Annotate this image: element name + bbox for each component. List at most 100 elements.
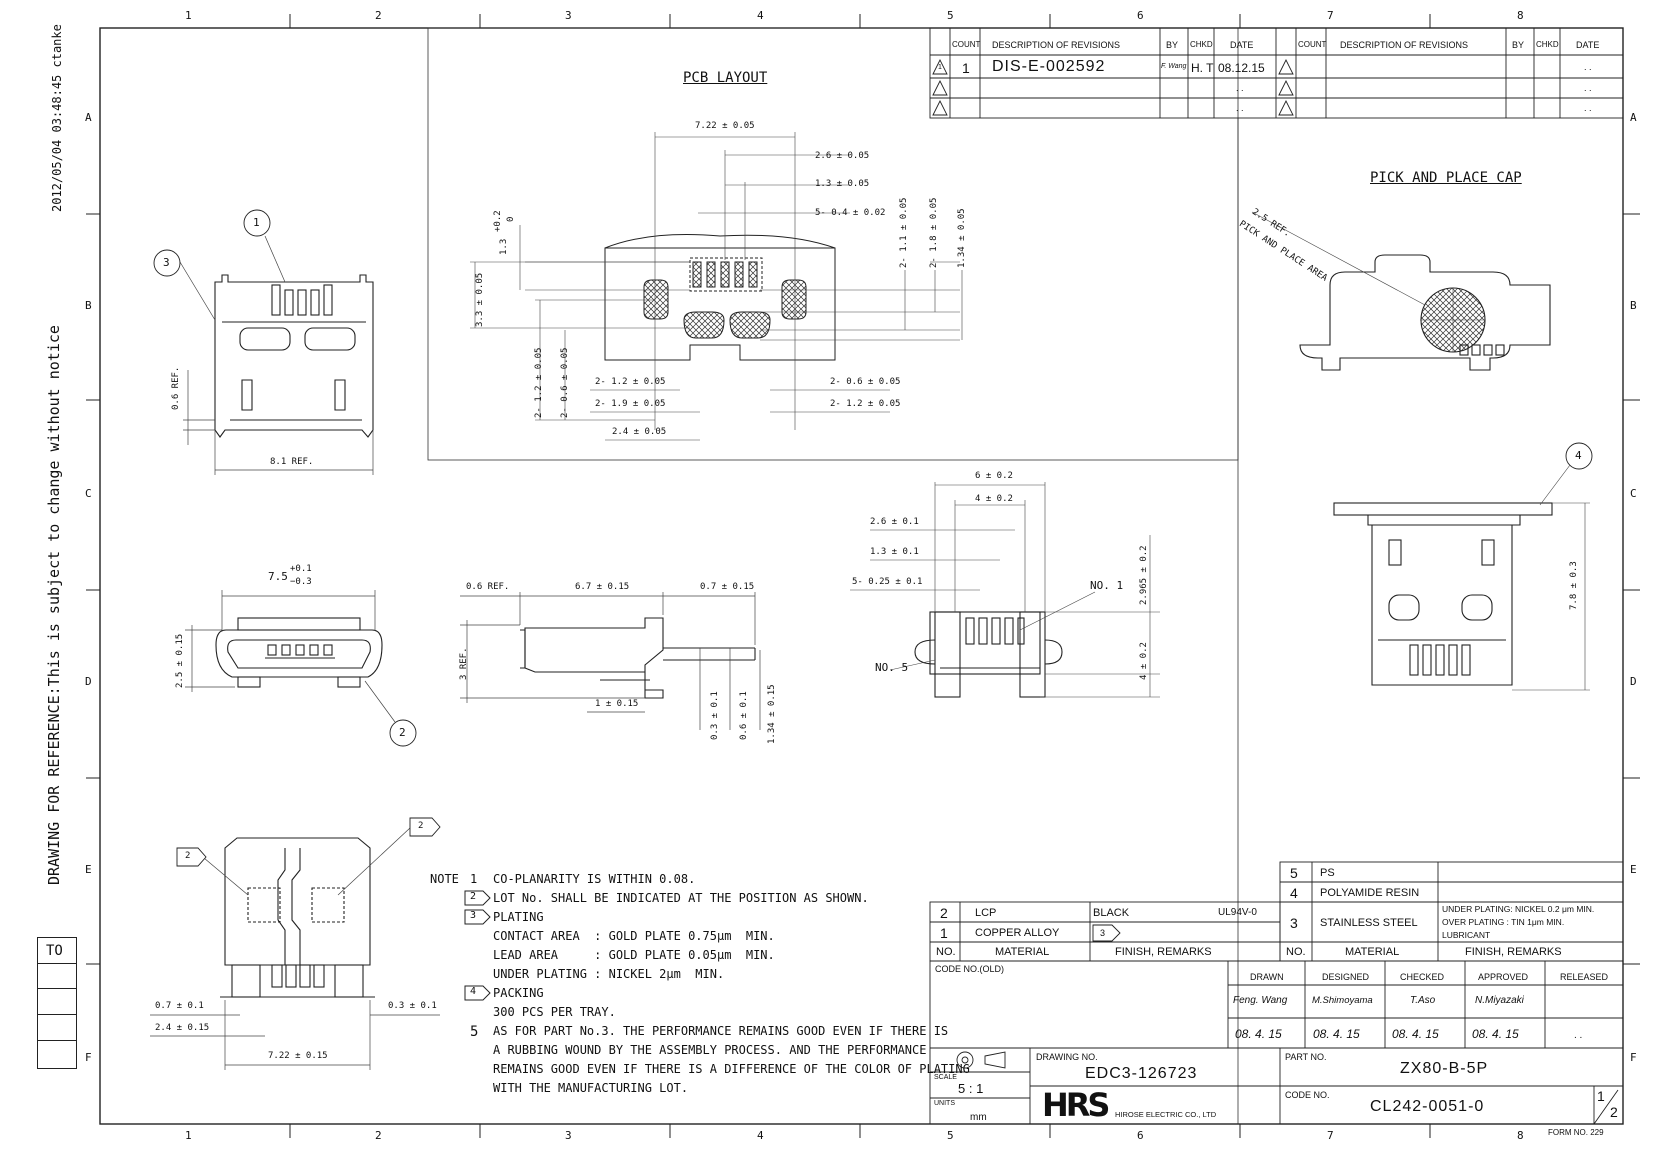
note-2-line-1: LOT No. SHALL BE INDICATED AT THE POSITI… [493,891,869,905]
note-1-line-1: CO-PLANARITY IS WITHIN 0.08. [493,872,696,886]
dim-pcb-2-06v: 2- 0.6 ± 0.05 [560,347,570,418]
note-2-num: 2 [470,891,477,902]
rev-h-by-l: BY [1166,40,1179,50]
flag-2-right: 2 [418,821,424,831]
dim-bot-722: 7.22 ± 0.15 [268,1051,328,1061]
dim-bot-07: 0.7 ± 0.1 [155,1001,204,1011]
drawing-no-value: EDC3-126723 [1085,1065,1198,1082]
dim-pcb-2-06h: 2- 0.6 ± 0.05 [830,377,901,387]
front-view [214,274,374,438]
note-5-num: 5 [470,1024,479,1040]
rev-h-date-l: DATE [1230,40,1254,50]
mat-r-row3-mat: STAINLESS STEEL [1320,917,1418,929]
dim-top-5-025: 5- 0.25 ± 0.1 [852,577,923,587]
callout-4: 4 [1575,449,1582,462]
note-2-flag [464,890,491,906]
grid-col-top-4: 4 [757,9,764,22]
dim-top-4v: 4 ± 0.2 [1139,642,1149,680]
form-no: FORM NO. 229 [1548,1128,1604,1137]
dim-top-no5: NO. 5 [875,661,909,674]
dim-front-81: 8.1 REF. [270,457,314,467]
bottom-view [220,837,375,998]
tb-h-released: RELEASED [1560,972,1609,982]
to-box: TO [37,937,77,1069]
mat-r-row3-fin-1: UNDER PLATING: NICKEL 0.2 μm MIN. [1442,904,1595,914]
dim-rec-plus: +0.1 [290,564,312,574]
note-3-line-4: UNDER PLATING : NICKEL 2μm MIN. [493,967,725,981]
cap-connector-view [1333,502,1553,686]
tb-approved-name: N.Miyazaki [1475,995,1524,1006]
rev-h-count-r: COUNT [1298,40,1327,49]
rev-1-chkd: H. T [1191,61,1214,75]
grid-col-top-6: 6 [1137,9,1144,22]
mat-l-row1-extra: UL94V-0 [1218,907,1257,918]
rev-h-count-l: COUNT [952,40,981,49]
sheet-total: 2 [1610,1104,1618,1120]
dim-side-1: 1 ± 0.15 [595,699,639,709]
grid-row-left-d: D [85,675,92,688]
dim-top-no1: NO. 1 [1090,579,1124,592]
tb-h-checked: CHECKED [1400,972,1445,982]
rev-1-mark: 1 [938,64,942,71]
grid-row-right-a: A [1630,111,1637,124]
grid-row-right-e: E [1630,863,1637,876]
mat-r-h-mat: MATERIAL [1345,946,1400,958]
pcb-layout-title: PCB LAYOUT [683,70,768,86]
mat-l-h-no: NO. [936,946,956,958]
dim-pcb-2-12a: 2- 1.2 ± 0.05 [595,377,666,387]
grid-row-left-e: E [85,863,92,876]
grid-col-bottom-5: 5 [947,1129,954,1142]
dim-side-06: 0.6 REF. [466,582,510,592]
rev-1-desc: DIS-E-002592 [992,58,1106,75]
grid-col-top-2: 2 [375,9,382,22]
code-old-label: CODE NO.(OLD) [935,964,1005,974]
rev-1-count: 1 [962,60,970,76]
mat-r-row4-mat: POLYAMIDE RESIN [1320,887,1420,899]
scale-value: 5 : 1 [958,1081,984,1096]
grid-row-right-c: C [1630,487,1637,500]
note-3-num: 3 [470,910,477,921]
top-view [914,611,1063,698]
note-1-num: 1 [470,872,478,886]
rev-r2-date: . . [1584,83,1592,93]
side-view [520,617,756,699]
mat-r-row5-no: 5 [1290,865,1298,881]
drawing-no-label: DRAWING NO. [1036,1052,1098,1062]
tb-h-approved: APPROVED [1478,972,1529,982]
dim-pcb-2-11: 2- 1.1 ± 0.05 [899,197,909,268]
tb-designed-date: 08. 4. 15 [1313,1027,1360,1041]
dim-pcb-134: 1.34 ± 0.05 [957,208,967,268]
dim-pcb-26: 2.6 ± 0.05 [815,151,870,161]
dim-pcb-13v-zero: 0 [506,216,516,222]
grid-row-left-b: B [85,299,92,312]
rev-3-date: . . [1236,103,1244,113]
pcb-layout-view [604,234,836,361]
rev-h-desc-r: DESCRIPTION OF REVISIONS [1340,40,1469,50]
note-5-line-4: WITH THE MANUFACTURING LOT. [493,1081,689,1095]
sheet-number: 1 [1597,1088,1605,1104]
dim-pcb-33: 3.3 ± 0.05 [475,272,485,327]
note-3-line-2: CONTACT AREA : GOLD PLATE 0.75μm MIN. [493,929,775,943]
grid-col-bottom-3: 3 [565,1129,572,1142]
receptacle-view [215,617,383,688]
pick-place-cap-view [1299,254,1551,371]
tb-h-designed: DESIGNED [1322,972,1370,982]
rev-1-by: F. Wang [1161,63,1187,70]
rev-r1-date: . . [1584,62,1592,72]
part-no-label: PART NO. [1285,1052,1327,1062]
grid-row-right-f: F [1630,1051,1637,1064]
note-5-line-3: REMAINS GOOD EVEN IF THERE IS A DIFFEREN… [493,1062,970,1076]
scale-label: SCALE [934,1074,957,1081]
dim-top-26: 2.6 ± 0.1 [870,517,919,527]
dim-top-2965: 2.965 ± 0.2 [1139,545,1149,605]
units-label: UNITS [934,1100,955,1107]
mat-r-row3-fin-2: OVER PLATING : TIN 1μm MIN. [1442,917,1565,927]
code-no-value: CL242-0051-0 [1370,1098,1485,1115]
dim-cap-78: 7.8 ± 0.3 [1569,561,1579,610]
dim-pcb-13v-plus: +0.2 [493,210,503,232]
dim-side-67: 6.7 ± 0.15 [575,582,630,592]
tb-checked-name: T.Aso [1410,995,1436,1006]
rev-2-date: . . [1236,83,1244,93]
note-4-line-2: 300 PCS PER TRAY. [493,1005,616,1019]
dim-side-06b: 0.6 ± 0.1 [739,691,749,740]
